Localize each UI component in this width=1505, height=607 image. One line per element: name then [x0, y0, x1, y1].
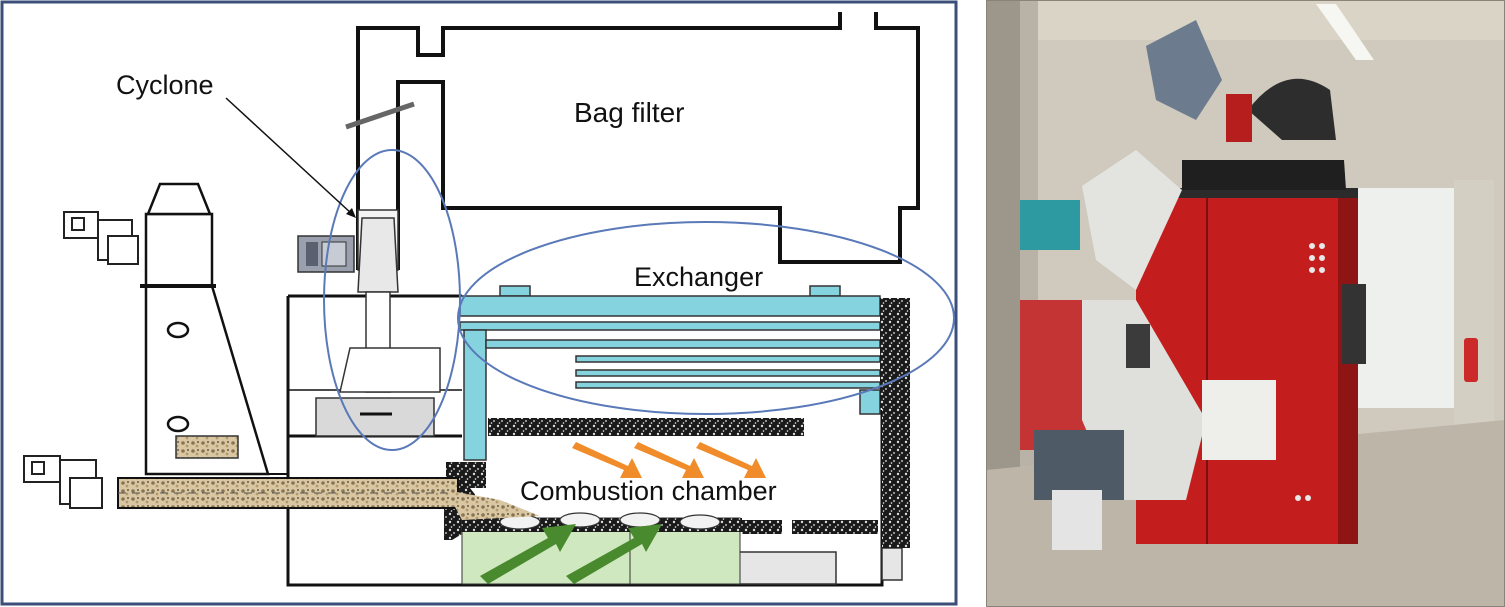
auger-motor [23, 455, 103, 509]
cyclone-unit [339, 209, 441, 393]
chimney-flap [345, 101, 415, 130]
refractory-right-wall [880, 298, 910, 408]
cyclone-highlight-ellipse [323, 149, 461, 451]
ash-drawer [735, 551, 837, 585]
boiler-feeder [1034, 20, 1222, 550]
label-cyclone: Cyclone [116, 70, 214, 100]
refractory-baffle [488, 418, 804, 436]
boiler-duct [1182, 78, 1346, 190]
flame-arrows [572, 442, 766, 478]
label-bag-filter: Bag filter [574, 97, 685, 128]
bag-filter [356, 12, 920, 270]
label-exchanger: Exchanger [634, 262, 763, 292]
boiler-schematic-diagram: Cyclone Bag filter Exchanger Combustion … [0, 0, 958, 606]
boiler-photo [986, 0, 1505, 607]
label-combustion-chamber: Combustion chamber [520, 476, 777, 506]
silo-fuel-window [175, 435, 239, 459]
grate-pipes [499, 512, 721, 530]
combustion-air-arrows [480, 524, 662, 584]
cyclone-pointer-line [225, 97, 353, 215]
exchanger-highlight-ellipse [457, 221, 955, 415]
ash-bin [315, 397, 435, 437]
silo-motor [63, 211, 139, 265]
